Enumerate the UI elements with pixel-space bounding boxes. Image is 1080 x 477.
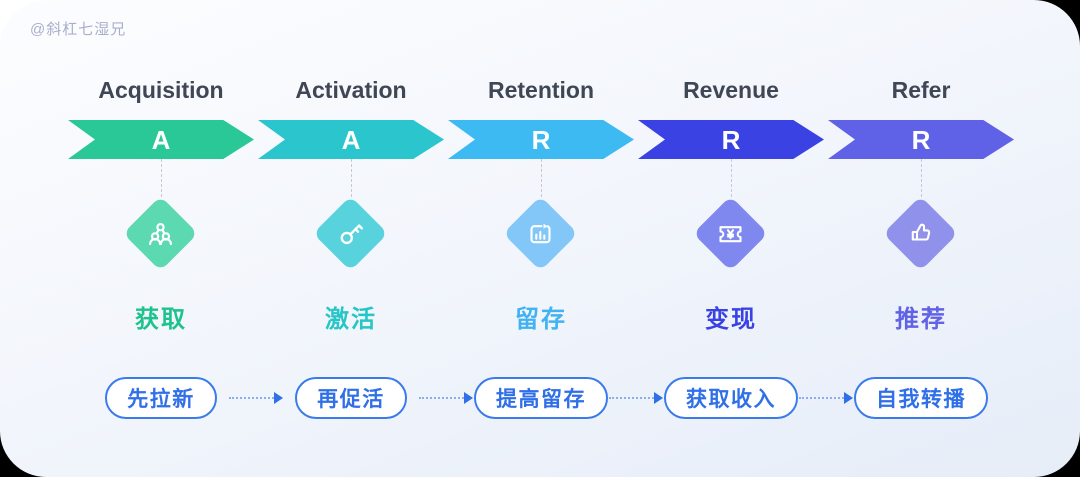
dashed-connector-vertical: [541, 159, 542, 197]
stage-title: Activation: [295, 77, 407, 103]
stage-label-cn: 留存: [515, 306, 567, 333]
dotted-line: [419, 397, 464, 399]
stage-arrow-banner: A: [258, 120, 444, 159]
dashed-connector-vertical: [351, 159, 352, 197]
dotted-line: [799, 397, 844, 399]
stage-arrow-banner: R: [828, 120, 1014, 159]
stage-activation: Activation A 激活 再促活: [256, 0, 446, 477]
key-icon: [335, 218, 367, 250]
ticket-yen-icon: [715, 218, 747, 250]
stage-letter: A: [151, 124, 171, 155]
flow-step-pill: 提高留存: [474, 377, 608, 419]
stage-letter: R: [721, 124, 741, 155]
stage-label-cn: 推荐: [895, 306, 947, 333]
stage-title: Revenue: [683, 77, 779, 103]
stage-title: Acquisition: [98, 77, 224, 103]
dashed-connector-vertical: [731, 159, 732, 197]
dashed-connector-vertical: [921, 159, 922, 197]
stage-diamond: [883, 196, 958, 271]
arrowhead-icon: [274, 392, 283, 404]
chart-cycle-icon: [525, 218, 557, 250]
stage-diamond: [503, 196, 578, 271]
flow-step-pill: 获取收入: [664, 377, 798, 419]
arrowhead-icon: [654, 392, 663, 404]
dotted-line: [229, 397, 274, 399]
stage-arrow-banner: A: [68, 120, 254, 159]
thumbs-up-icon: [905, 218, 937, 250]
arrowhead-icon: [844, 392, 853, 404]
flow-step-pill: 再促活: [295, 377, 407, 419]
stage-letter: R: [531, 124, 551, 155]
flow-arrow-connector: [419, 392, 473, 404]
flow-arrow-connector: [229, 392, 283, 404]
stage-label-cn: 获取: [135, 306, 187, 333]
stage-diamond: [123, 196, 198, 271]
stage-title: Refer: [891, 77, 951, 103]
stage-diamond: [313, 196, 388, 271]
stage-letter: A: [341, 124, 361, 155]
stage-title: Retention: [487, 77, 595, 103]
stage-letter: R: [911, 124, 931, 155]
watermark-credit: @斜杠七湿兄: [30, 21, 127, 38]
flow-arrow-connector: [799, 392, 853, 404]
stage-diamond: [693, 196, 768, 271]
flow-arrow-connector: [609, 392, 663, 404]
arrowhead-icon: [464, 392, 473, 404]
stage-refer: Refer R 推荐 自我转播: [826, 0, 1016, 477]
stage-acquisition: Acquisition A 获取 先拉新: [66, 0, 256, 477]
stage-arrow-banner: R: [448, 120, 634, 159]
stage-label-cn: 激活: [325, 306, 377, 333]
stage-retention: Retention R 留存 提高留存: [446, 0, 636, 477]
stage-revenue: Revenue R 变现 获取收入: [636, 0, 826, 477]
dashed-connector-vertical: [161, 159, 162, 197]
stage-label-cn: 变现: [705, 306, 757, 333]
flow-step-pill: 先拉新: [105, 377, 217, 419]
dotted-line: [609, 397, 654, 399]
stage-arrow-banner: R: [638, 120, 824, 159]
flow-step-pill: 自我转播: [854, 377, 988, 419]
team-icon: [145, 218, 177, 250]
